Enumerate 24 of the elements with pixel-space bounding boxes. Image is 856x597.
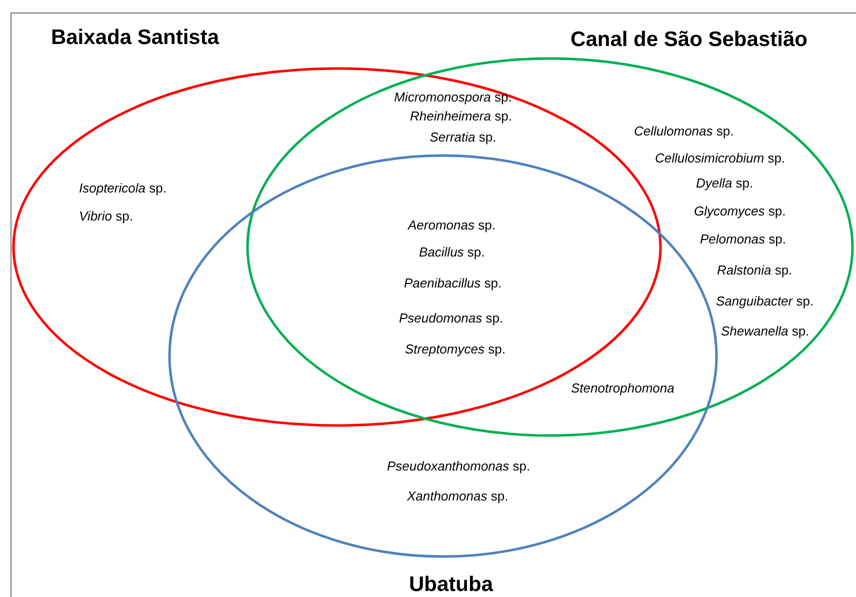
species-label: Pseudoxanthomonas sp. (387, 458, 530, 474)
species-label: Streptomyces sp. (405, 342, 506, 356)
species-label: Stenotrophomona (571, 380, 674, 396)
species-label: Dyella sp. (696, 176, 754, 190)
species-label: Ralstonia sp. (717, 262, 792, 278)
species-label: Pelomonas sp. (700, 232, 786, 246)
species-label: Pseudomonas sp. (399, 310, 504, 326)
species-label: Serratia sp. (430, 130, 496, 144)
species-label: Aeromonas sp. (408, 218, 496, 232)
set-title: Baixada Santista (50, 26, 220, 50)
species-label: Isoptericola sp. (79, 180, 166, 196)
species-label: Xanthomonas sp. (407, 488, 508, 504)
species-label: Bacillus sp. (419, 244, 485, 260)
set-title: Ubatuba (409, 573, 493, 597)
species-label: Rheinheimera sp. (410, 108, 512, 124)
species-label: Cellulosimicrobium sp. (655, 150, 786, 166)
species-label: Glycomyces sp. (694, 204, 786, 218)
set-title: Canal de São Sebastião (570, 28, 808, 52)
species-label: Sanguibacter sp. (716, 294, 814, 308)
species-label: Paenibacillus sp. (404, 276, 502, 290)
species-label: Cellulomonas sp. (634, 124, 734, 138)
species-label: Micromonospora sp. (394, 90, 512, 104)
species-label: Vibrio sp. (79, 208, 133, 224)
species-label: Shewanella sp. (721, 324, 810, 338)
